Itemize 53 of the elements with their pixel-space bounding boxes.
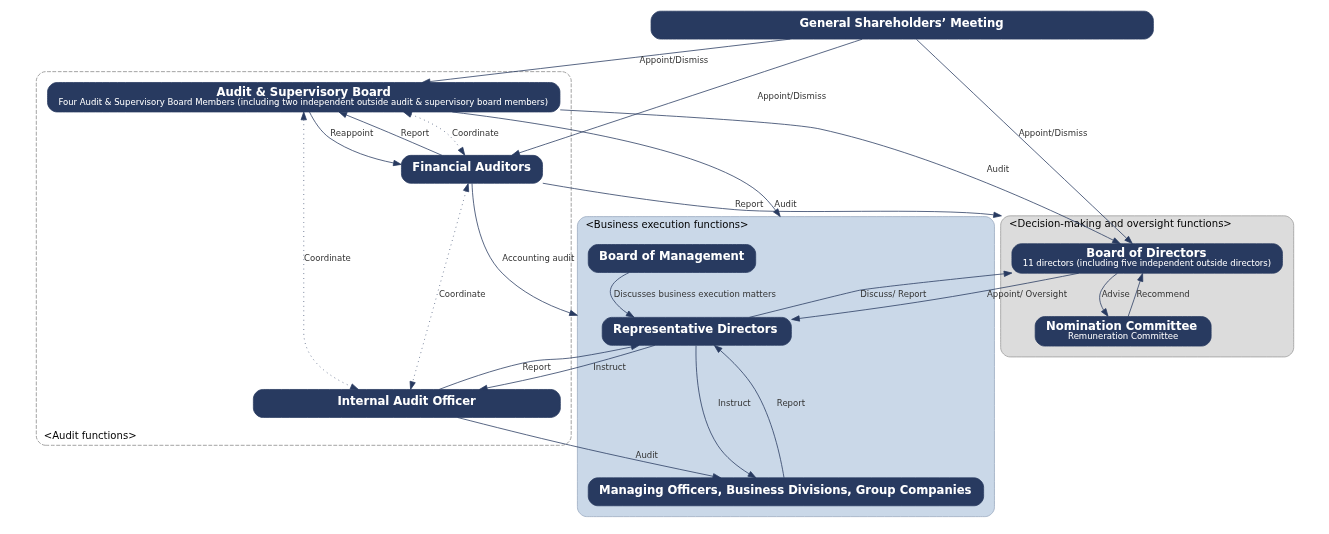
arrow: [338, 111, 442, 156]
edge-label: Discuss/ Report: [859, 289, 926, 300]
edge-label: Reappoint: [329, 127, 373, 138]
edge-label: Appoint/Dismiss: [1018, 127, 1087, 138]
edge-label: Report: [776, 397, 805, 408]
edge-label: Audit: [635, 450, 658, 461]
node-box: Audit & Supervisory Board Four Audit & Supervisory Board Members (including two independent outside audit & supervisory board members): [46, 82, 560, 113]
edge-label: Recommend: [1135, 289, 1190, 300]
arrow: [421, 38, 791, 85]
arrow: [409, 183, 469, 390]
arrow: [438, 343, 639, 390]
node-box: General Shareholders’ Meeting: [650, 10, 1154, 40]
node-box: Financial Auditors: [400, 155, 543, 184]
arrow: [1127, 273, 1143, 317]
arrow: [748, 270, 1012, 318]
arrow: [1098, 272, 1118, 317]
arrow: [456, 417, 721, 480]
edge-label: Coordinate: [451, 127, 499, 138]
edge-label: Appoint/Dismiss: [756, 91, 826, 102]
edge-label: Report: [734, 199, 763, 210]
arrow: [915, 39, 1133, 244]
edge-label: Audit: [773, 199, 797, 210]
edge-label: Instruct: [717, 397, 751, 408]
edge-label: Accounting audit: [501, 252, 574, 263]
edge-label: Coordinate: [438, 289, 486, 300]
edge-label: Discusses business execution matters: [613, 289, 776, 300]
edge-label: Audit: [986, 163, 1009, 174]
arrow: [541, 182, 1002, 218]
node-box: Representative Directors: [601, 317, 792, 346]
arrow: [695, 345, 756, 479]
arrow: [478, 344, 655, 391]
edge-label: Advise: [1101, 289, 1130, 300]
arrow: [559, 109, 1121, 245]
node-box: Managing Officers, Business Divisions, Group Companies: [587, 477, 984, 507]
arrow: [451, 111, 781, 217]
edge-label: Appoint/ Oversight: [986, 289, 1067, 300]
edge-label: Report: [522, 361, 551, 372]
edge-label: Report: [400, 127, 429, 138]
arrow: [300, 111, 359, 390]
arrow: [510, 38, 862, 156]
edge-label: Coordinate: [303, 252, 351, 263]
arrow: [790, 272, 1079, 322]
node-box: Board of Management: [587, 244, 756, 273]
arrow: [713, 345, 784, 479]
edge-label: Appoint/Dismiss: [639, 54, 708, 65]
arrow: [471, 183, 578, 316]
node-box: Board of Directors 11 directors (including five independent outside directors): [1011, 243, 1283, 274]
node-box: Internal Audit Officer: [252, 389, 561, 418]
edge-label: Instruct: [592, 361, 626, 372]
arrow: [308, 111, 402, 167]
node-box: Nomination Committee Remuneration Committee: [1034, 316, 1212, 347]
arrow: [402, 111, 465, 156]
arrow: [609, 272, 634, 318]
